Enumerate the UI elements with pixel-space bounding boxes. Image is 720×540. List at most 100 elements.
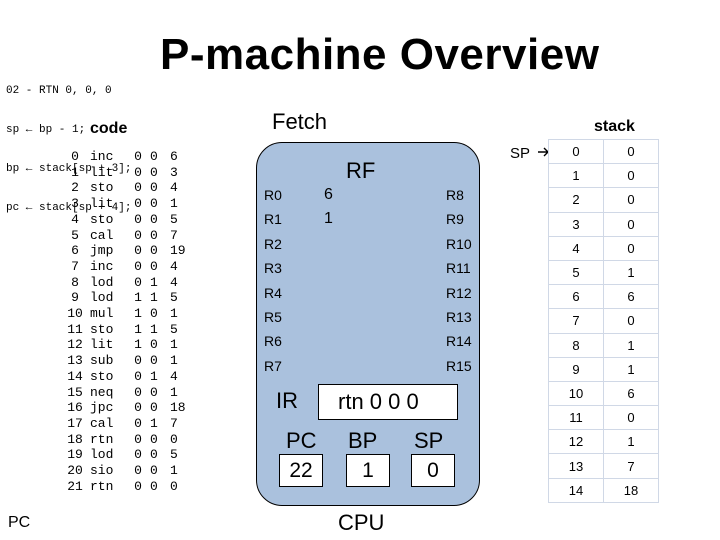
code-index: 21	[67, 478, 83, 494]
code-index: 19	[67, 447, 83, 463]
code-index: 6	[71, 243, 79, 259]
register-name: R4	[264, 284, 282, 301]
code-l: 1	[134, 290, 142, 306]
register-name: R13	[446, 309, 472, 325]
code-arg: 1	[170, 384, 178, 400]
code-m: 0	[150, 463, 158, 479]
code-index: 5	[71, 227, 79, 243]
code-arg: 0	[170, 431, 178, 447]
code-m: 1	[150, 274, 158, 290]
cpu-box	[256, 142, 480, 506]
code-index: 7	[71, 258, 79, 274]
code-l: 1	[134, 306, 142, 322]
stack-address: 3	[548, 211, 604, 237]
stack-address: 12	[548, 429, 604, 455]
note-line: 02 - RTN 0, 0, 0	[6, 85, 112, 97]
code-arg: 1	[170, 337, 178, 353]
rtn-note: 02 - RTN 0, 0, 0 sp ← bp - 1; bp ← stack…	[6, 59, 131, 228]
code-opcode: mul	[90, 306, 114, 322]
code-m: 0	[150, 478, 158, 494]
stack-value: 0	[603, 235, 659, 261]
code-m: 0	[150, 431, 158, 447]
code-l: 0	[134, 368, 142, 384]
code-opcode: jmp	[90, 243, 114, 259]
code-index: 0	[71, 149, 79, 164]
stack-sp-label: SP	[510, 145, 531, 162]
code-arg: 5	[170, 447, 178, 463]
stack-value: 0	[603, 211, 659, 237]
ir-value: rtn 0 0 0	[338, 389, 419, 414]
code-m: 0	[150, 149, 158, 164]
code-opcode: rtn	[90, 431, 114, 447]
code-index: 2	[71, 180, 79, 196]
code-opcode: inc	[90, 258, 114, 274]
stack-value: 6	[603, 284, 659, 310]
register-name: R12	[446, 284, 472, 301]
code-arg: 1	[170, 196, 178, 212]
register-name: R0	[264, 187, 282, 203]
stack-value: 0	[603, 187, 659, 213]
code-index: 15	[67, 384, 83, 400]
register-file-label: RF	[346, 158, 376, 183]
code-m: 0	[150, 243, 158, 259]
stack-value: 1	[603, 356, 659, 382]
code-l: 0	[134, 164, 142, 180]
bp-value: 1	[346, 454, 390, 487]
code-arg: 5	[170, 211, 178, 227]
code-arg: 7	[170, 227, 178, 243]
code-opcode: sto	[90, 211, 114, 227]
code-l: 0	[134, 415, 142, 431]
note-line: pc ← stack[sp + 4];	[6, 202, 132, 214]
code-l: 0	[134, 211, 142, 227]
stack-value: 0	[603, 163, 659, 189]
register-name: R5	[264, 309, 282, 325]
code-opcode: lit	[90, 164, 114, 180]
code-arg: 18	[170, 400, 186, 416]
code-m: 1	[150, 368, 158, 384]
code-opcode: cal	[90, 227, 114, 243]
stack-heading: stack	[594, 118, 635, 135]
register-value: 6	[324, 186, 333, 203]
code-l: 1	[134, 337, 142, 353]
stack-value: 1	[603, 259, 659, 286]
code-m: 0	[150, 258, 158, 274]
code-index: 10	[67, 306, 83, 322]
register-name: R10	[446, 235, 472, 252]
stack-value: 6	[603, 380, 659, 407]
register-value: 1	[324, 210, 333, 228]
pc-pointer-label: PC	[8, 514, 31, 531]
code-opcode: lit	[90, 196, 114, 212]
code-arg: 4	[170, 274, 178, 290]
code-arg: 1	[170, 306, 178, 322]
stack-address: 1	[548, 163, 604, 189]
code-index: 3	[71, 196, 79, 212]
code-index: 20	[67, 463, 83, 479]
stack-value: 7	[603, 453, 659, 479]
register-name: R3	[264, 260, 282, 277]
code-index: 11	[67, 321, 83, 337]
ir-box	[318, 384, 458, 420]
code-m: 0	[150, 337, 158, 353]
code-m: 0	[150, 384, 158, 400]
code-index: 13	[67, 353, 83, 369]
code-l: 0	[134, 463, 142, 479]
pc-value: 22	[279, 454, 323, 487]
pc-label: PC	[286, 428, 317, 453]
